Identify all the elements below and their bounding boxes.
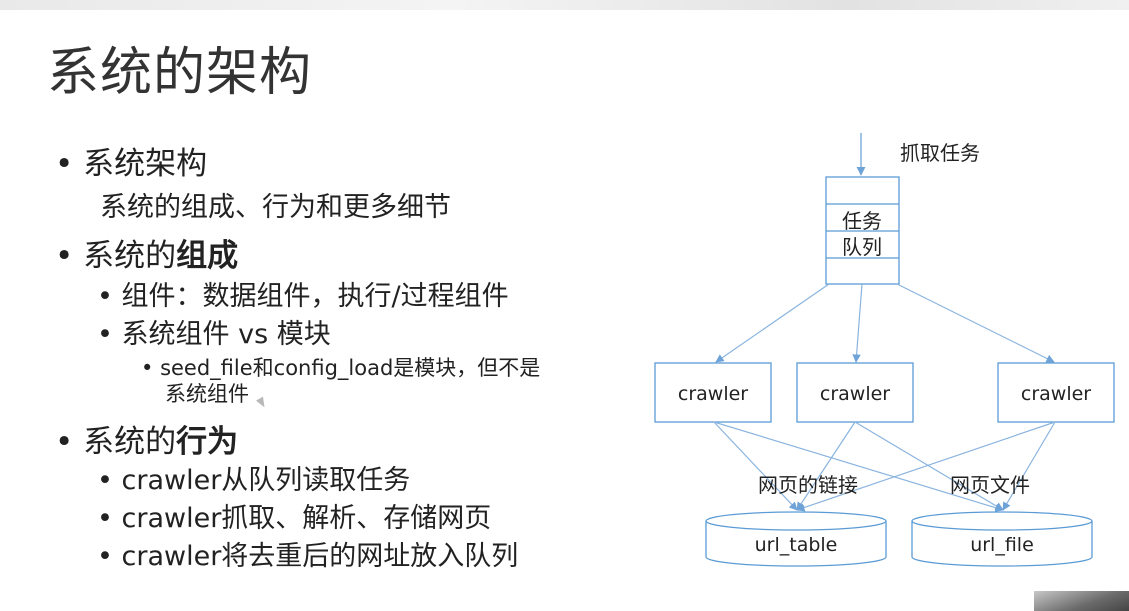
store-url-file: url_file (911, 511, 1093, 567)
bullet-3-1-text: crawler从队列读取任务 (121, 465, 411, 496)
edge-c2-urlfile (854, 421, 1004, 511)
crawler-2-label: crawler (820, 383, 890, 405)
bullet-3-prefix: 系统的 (83, 424, 177, 460)
bullet-2-2-1: • seed_file和config_load是模块，但不是 (141, 356, 541, 380)
input-label: 抓取任务 (900, 141, 980, 165)
bullet-2-prefix: 系统的 (83, 238, 177, 274)
slide-title: 系统的架构 (47, 43, 313, 103)
bullet-2-1: • 组件：数据组件，执行/过程组件 (97, 281, 509, 312)
crawler-2: crawler (796, 362, 914, 423)
bullet-3-2: • crawler抓取、解析、存储网页 (97, 503, 492, 534)
bullet-3-3: • crawler将去重后的网址放入队列 (97, 541, 519, 572)
store-url-file-label: url_file (970, 534, 1034, 556)
bullet-3-bold: 行为 (176, 424, 239, 460)
edge-c1-urltable (713, 421, 798, 511)
task-queue: 任务 队列 (825, 176, 900, 285)
bullet-3: • 系统的行为 (55, 424, 239, 460)
bullet-2: • 系统的组成 (55, 238, 239, 274)
edge-c3-urltable (796, 421, 1056, 512)
bullet-3-2-text: crawler抓取、解析、存储网页 (121, 503, 492, 534)
top-bar (0, 0, 1129, 10)
bullet-3-1: • crawler从队列读取任务 (97, 465, 411, 496)
edge-c3-urlfile (1002, 421, 1056, 511)
edge-queue-crawler-1 (715, 283, 830, 363)
bullet-1-sub: 系统的组成、行为和更多细节 (100, 192, 451, 223)
crawler-1-label: crawler (678, 383, 748, 405)
corner-decoration (1034, 591, 1129, 611)
queue-label-1: 任务 (842, 209, 882, 233)
edge-queue-crawler-3 (896, 283, 1055, 363)
bullet-2-2-1-text: seed_file和config_load是模块，但不是 (160, 356, 541, 380)
bullet-2-2-text: 系统组件 vs 模块 (121, 319, 331, 350)
store-url-table-label: url_table (755, 534, 838, 556)
queue-label-2: 队列 (842, 235, 882, 259)
edge-label-files: 网页文件 (950, 473, 1030, 497)
store-url-table: url_table (705, 511, 887, 567)
edge-c1-urlfile (713, 421, 1004, 512)
edge-queue-crawler-2 (852, 283, 863, 363)
edge-label-links: 网页的链接 (758, 473, 858, 497)
bullet-3-3-text: crawler将去重后的网址放入队列 (121, 541, 519, 572)
crawler-3: crawler (997, 362, 1115, 423)
crawler-3-label: crawler (1021, 383, 1091, 405)
bullet-1: • 系统架构 (55, 146, 208, 182)
bullet-2-2-1-cont: 系统组件 (165, 382, 249, 406)
crawler-1: crawler (654, 362, 772, 423)
bullet-2-bold: 组成 (176, 238, 239, 274)
edge-c2-urltable (796, 421, 856, 511)
bullet-2-1-text: 组件：数据组件，执行/过程组件 (121, 281, 509, 312)
bullet-1-text: 系统架构 (83, 146, 208, 182)
bullet-2-2: • 系统组件 vs 模块 (97, 319, 331, 350)
